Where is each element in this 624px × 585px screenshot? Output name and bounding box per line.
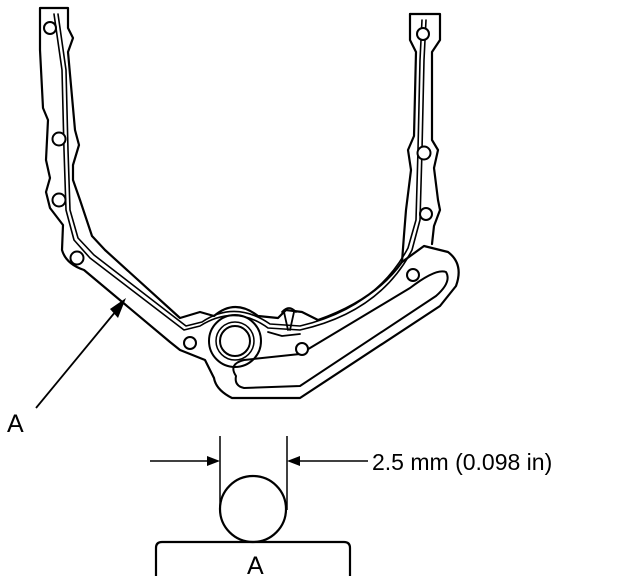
bolt-hole	[51, 131, 67, 147]
base-label: A	[247, 552, 264, 580]
bead-cross-section	[218, 474, 288, 544]
center-boss	[208, 314, 262, 368]
callout-leader	[35, 298, 126, 409]
bolt-hole	[406, 268, 420, 282]
base-part	[154, 540, 352, 576]
bolt-hole	[295, 342, 309, 356]
bolt-hole	[416, 27, 430, 41]
bead-dimension-label: 2.5 mm (0.098 in)	[372, 449, 552, 475]
bolt-hole	[183, 336, 197, 350]
bolt-hole	[69, 250, 85, 266]
bolt-holes	[43, 21, 433, 356]
callout-letter: A	[7, 410, 24, 438]
bolt-hole	[43, 21, 57, 35]
bolt-hole	[416, 145, 432, 161]
bolt-hole	[51, 192, 67, 208]
bolt-hole	[419, 207, 433, 221]
gasket-outline	[38, 6, 460, 400]
bead-detail	[150, 436, 368, 576]
